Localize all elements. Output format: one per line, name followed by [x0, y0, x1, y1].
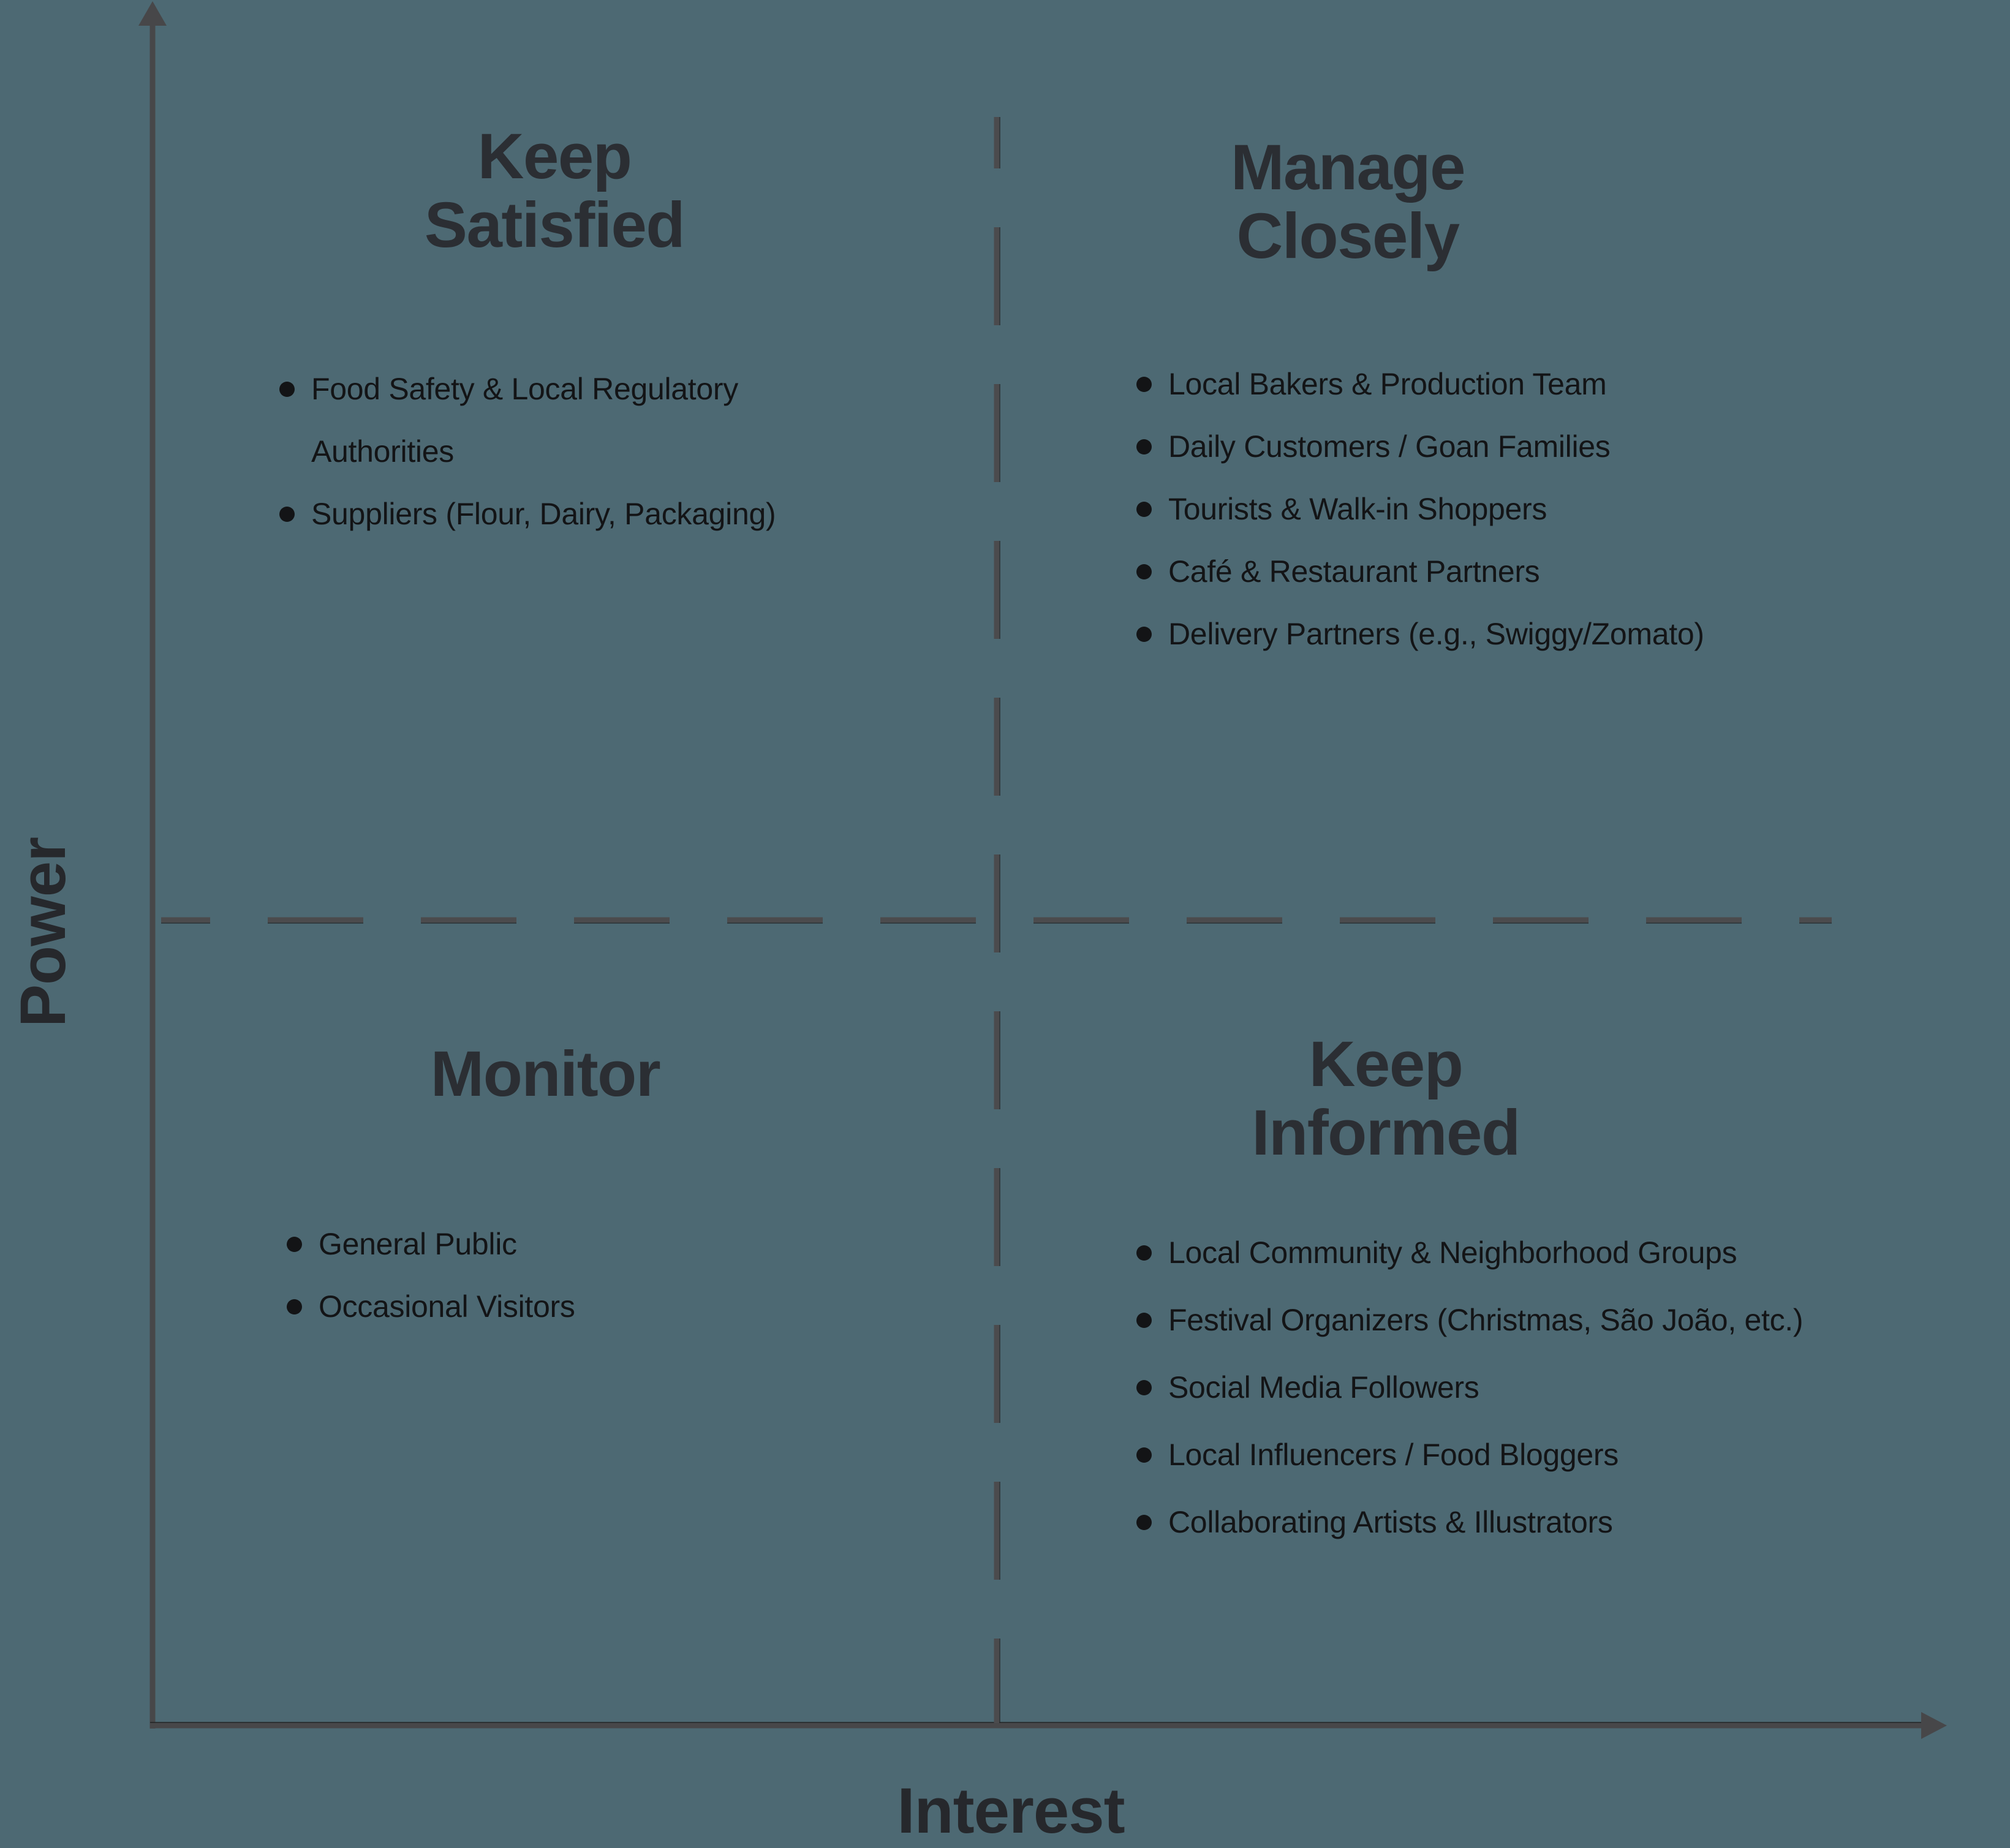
list-item: Daily Customers / Goan Families: [1136, 415, 1704, 478]
quadrant-list-manage-closely: Local Bakers & Production Team Daily Cus…: [1136, 353, 1704, 665]
bullet-icon: [279, 382, 295, 397]
quadrant-list-monitor: General Public Occasional Visitors: [287, 1213, 575, 1338]
list-item-text: Local Bakers & Production Team: [1168, 367, 1607, 401]
x-axis-arrow-icon: [1921, 1712, 1947, 1739]
title-line: Keep: [1309, 1028, 1464, 1100]
bullet-icon: [1136, 439, 1152, 454]
x-axis-label: Interest: [897, 1775, 1125, 1847]
list-item-text: Local Community & Neighborhood Groups: [1168, 1235, 1737, 1270]
bullet-icon: [1136, 564, 1152, 579]
bullet-icon: [279, 507, 295, 522]
list-item-text: Collaborating Artists & Illustrators: [1168, 1505, 1613, 1539]
bullet-icon: [1136, 627, 1152, 642]
bullet-icon: [287, 1237, 302, 1252]
title-line: Keep: [477, 121, 632, 192]
title-line: Informed: [1252, 1097, 1521, 1169]
list-item-text: Food Safety & Local Regulatory Authoriti…: [311, 372, 738, 469]
list-item: Local Influencers / Food Bloggers: [1136, 1421, 1803, 1488]
list-item-text: Festival Organizers (Christmas, São João…: [1168, 1303, 1804, 1337]
quadrant-list-keep-informed: Local Community & Neighborhood Groups Fe…: [1136, 1219, 1804, 1556]
bullet-icon: [1136, 377, 1152, 392]
quadrant-list-keep-satisfied: Food Safety & Local Regulatory Authoriti…: [279, 358, 777, 545]
list-item-text: Local Influencers / Food Bloggers: [1168, 1438, 1619, 1472]
y-axis-label: Power: [7, 837, 79, 1028]
list-item: Tourists & Walk-in Shoppers: [1136, 478, 1704, 540]
bullet-icon: [1136, 1447, 1152, 1463]
list-item-text: Café & Restaurant Partners: [1168, 554, 1540, 589]
quadrant-title-keep-satisfied: Keep Satisfied: [424, 121, 686, 261]
bullet-icon: [287, 1299, 302, 1314]
list-item: Local Community & Neighborhood Groups: [1136, 1219, 1803, 1286]
list-item-text: Tourists & Walk-in Shoppers: [1168, 492, 1547, 526]
list-item: General Public: [287, 1213, 575, 1275]
quadrant-title-keep-informed: Keep Informed: [1252, 1028, 1521, 1169]
list-item: Collaborating Artists & Illustrators: [1136, 1488, 1803, 1556]
bullet-icon: [1136, 502, 1152, 517]
bullet-icon: [1136, 1380, 1152, 1395]
list-item: Suppliers (Flour, Dairy, Packaging): [279, 483, 777, 545]
list-item-text: Suppliers (Flour, Dairy, Packaging): [311, 497, 776, 531]
title-line: Monitor: [430, 1038, 661, 1110]
title-line: Closely: [1236, 200, 1460, 272]
quadrant-title-manage-closely: Manage Closely: [1231, 134, 1465, 271]
list-item: Food Safety & Local Regulatory Authoriti…: [279, 358, 777, 483]
bullet-icon: [1136, 1245, 1152, 1261]
list-item: Social Media Followers: [1136, 1354, 1803, 1421]
y-axis-arrow-icon: [138, 1, 167, 26]
list-item-text: Daily Customers / Goan Families: [1168, 429, 1611, 464]
list-item: Café & Restaurant Partners: [1136, 540, 1704, 603]
list-item: Delivery Partners (e.g., Swiggy/Zomato): [1136, 603, 1704, 665]
list-item: Occasional Visitors: [287, 1275, 575, 1338]
list-item-text: Delivery Partners (e.g., Swiggy/Zomato): [1168, 617, 1704, 651]
quadrant-title-monitor: Monitor: [430, 1038, 661, 1110]
list-item-text: General Public: [319, 1227, 517, 1261]
list-item: Festival Organizers (Christmas, São João…: [1136, 1286, 1804, 1354]
title-line: Satisfied: [424, 189, 686, 261]
bullet-icon: [1136, 1313, 1152, 1328]
list-item-text: Social Media Followers: [1168, 1370, 1479, 1405]
title-line: Manage: [1231, 132, 1465, 203]
list-item: Local Bakers & Production Team: [1136, 353, 1704, 415]
bullet-icon: [1136, 1515, 1152, 1530]
list-item-text: Occasional Visitors: [319, 1289, 575, 1324]
